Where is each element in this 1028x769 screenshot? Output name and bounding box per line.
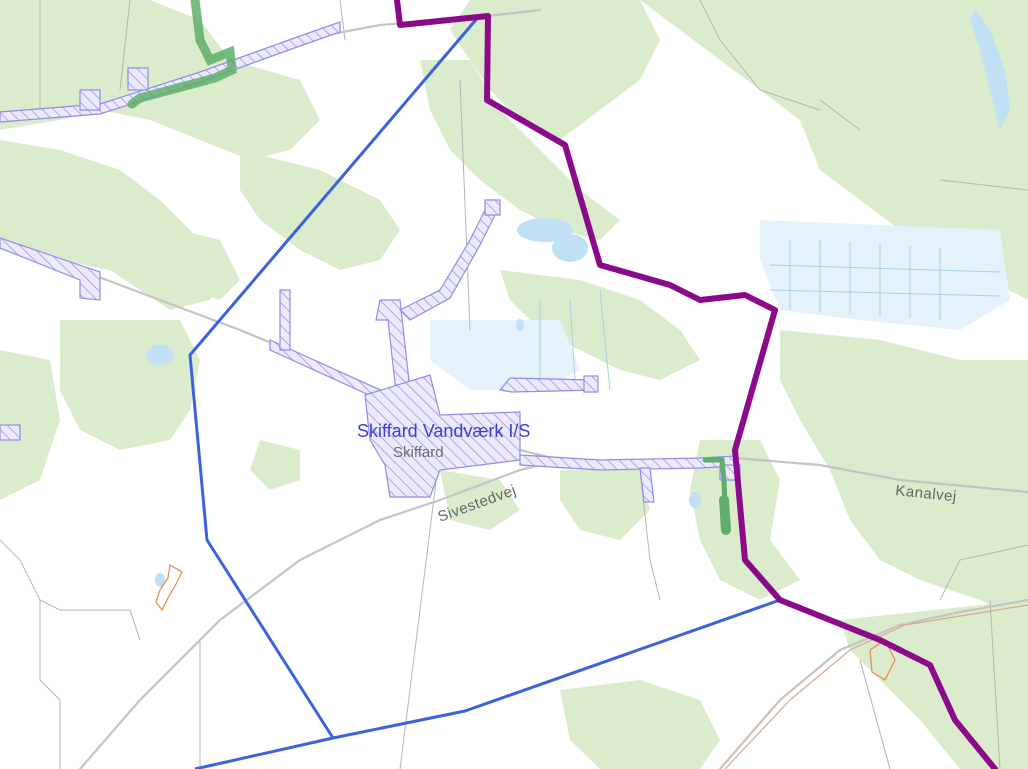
town-label: Skiffard	[393, 444, 444, 461]
green-network	[127, 0, 731, 535]
municipal-boundary	[394, 0, 998, 769]
pipe-network	[0, 21, 741, 503]
water-bodies	[146, 10, 1010, 587]
supply-area-boundary-south	[194, 736, 334, 769]
supply-area-boundary	[188, 14, 781, 740]
railway-line	[724, 604, 1028, 769]
waterworks-label[interactable]: Skiffard Vandværk I/S	[357, 421, 530, 441]
drainage-lines	[539, 240, 1001, 391]
road-label-kanalvej: Kanalvej	[895, 482, 958, 505]
wetland-areas	[430, 220, 1010, 390]
